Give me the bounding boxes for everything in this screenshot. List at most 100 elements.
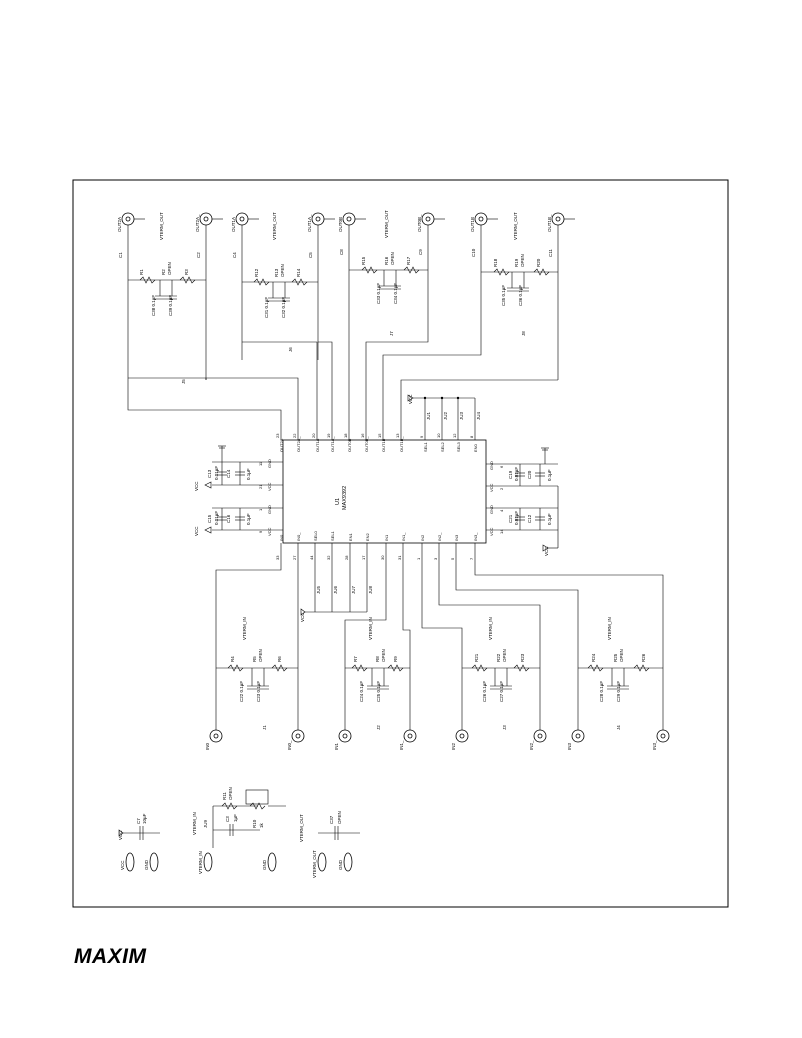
cap-value: OPEN: [337, 811, 342, 824]
jumper-ref: JU4: [476, 412, 481, 420]
cap-value: 0.1µF: [547, 513, 552, 525]
pin-label: IN0_: [296, 532, 301, 541]
pin-number: 13: [395, 433, 400, 438]
cap-ref: C11: [548, 249, 553, 257]
connector-label: OUT0B: [338, 217, 343, 232]
resistor-ref: R12: [254, 268, 259, 277]
pin-label: IN0: [279, 534, 284, 541]
vterm-in-test-point: VTERM_IN: [198, 851, 203, 874]
net-label: VTERM_OUT: [299, 814, 304, 842]
connector-label: IN1: [334, 743, 339, 751]
cap-label: C31 0.1µF: [264, 297, 269, 318]
pin-number: 14: [499, 529, 504, 534]
resistor-value: OPEN: [520, 254, 525, 267]
cap-ref: C1: [118, 252, 123, 258]
gnd-test-point: GND: [338, 859, 343, 870]
connector-label: OUT1B: [470, 217, 475, 232]
pin-label: EN2: [365, 532, 370, 541]
cap-ref: C4: [232, 252, 237, 258]
pin-number: 8: [469, 435, 474, 438]
output-routing: [127, 320, 558, 420]
pin-label: OUT1B: [381, 438, 386, 452]
resistor-ref: R26: [641, 653, 646, 662]
input-section-in3: IN3 IN3_ VTERM_IN R24 R25 R26 OPEN C28 0…: [567, 617, 670, 750]
cap-ref: C15: [207, 514, 212, 523]
cap-ref: C14: [226, 469, 231, 478]
connector-label: IN1_: [399, 740, 404, 750]
pin-label: VCC: [489, 527, 494, 536]
jumper-ref: J4: [616, 725, 621, 730]
cap-value: 1µF: [233, 814, 238, 822]
gnd-test-point: GND: [262, 859, 267, 870]
pin-label: OUT1A: [315, 438, 320, 452]
pin-label: OUT0B_: [364, 436, 369, 452]
cap-label: C38 0.1µF: [151, 295, 156, 316]
cap-value: 0.1µF: [547, 469, 552, 481]
connector-label: IN3_: [652, 740, 657, 750]
input-routing: [215, 563, 664, 730]
left-decoupling-network: VCC VCC C13 C14 C15 C16 0.01µF 0.1µF 0.0…: [194, 445, 265, 536]
cap-value: 0.1µF: [246, 468, 251, 480]
resistor-ref: R7: [353, 656, 358, 662]
connector-label: OUT0B_: [417, 214, 422, 232]
cap-ref: C2: [196, 252, 201, 258]
jumper-ref: JU2: [443, 412, 448, 420]
resistor-ref: R6: [277, 656, 282, 662]
cap-value: 0.1µF: [246, 513, 251, 525]
pin-number: 22: [292, 433, 297, 438]
pin-number: 12: [452, 433, 457, 438]
pin-number: 4: [499, 509, 504, 512]
schematic-frame: [72, 179, 729, 908]
pin-label: VCC: [267, 527, 272, 536]
pin-label: SEL0: [313, 530, 318, 541]
cap-ref: C37: [329, 815, 334, 824]
resistor-ref: R24: [591, 653, 596, 662]
connector-label: IN2_: [529, 740, 534, 750]
gnd-test-point: GND: [144, 859, 149, 870]
pin-label: IN1_: [401, 532, 406, 541]
resistor-ref: R15: [361, 256, 366, 265]
maxim-logo: MAXIM: [74, 945, 147, 968]
cap-ref: C7: [136, 818, 141, 824]
pin-label: SEL3: [456, 441, 461, 452]
pot-ref: R10: [252, 819, 257, 828]
jumper-ref: J5: [181, 379, 186, 384]
ic-left-pins: GND VCC GND VCC 11 21 1 9: [258, 459, 283, 536]
net-label: VTERM_IN: [488, 617, 493, 640]
pin-label: SEL2: [440, 441, 445, 452]
resistor-value: OPEN: [619, 649, 624, 662]
resistor-value: OPEN: [258, 649, 263, 662]
net-label: VTERM_IN: [242, 617, 247, 640]
cap-label: C25 0.1µF: [376, 681, 381, 702]
input-section-in1: IN1 IN1_ VTERM_IN R7 R8 R9 OPEN C24 0.1µ…: [334, 617, 417, 751]
pin-label: OUT1B_: [399, 436, 404, 452]
cap-label: C29 0.1µF: [616, 681, 621, 702]
pin-number: 16: [360, 433, 365, 438]
resistor-ref: R3: [184, 269, 189, 275]
pin-label: IN2_: [437, 532, 442, 541]
cap-ref: C8: [339, 249, 344, 255]
resistor-ref: R20: [536, 258, 541, 267]
right-decoupling-network: VCC C19 C20 C21 C12 0.01µF 0.1µF 0.01µF …: [504, 447, 559, 556]
vcc-label: VCC: [194, 481, 199, 491]
pin-number: 1: [416, 557, 421, 560]
vcc-label: VCC: [408, 394, 413, 404]
pin-label: IN2: [420, 534, 425, 541]
vcc-bulk-cap: VCC C7 10µF VCC GND: [118, 813, 160, 872]
bottom-select-jumpers: VCC JU5 JU6 JU7 JU8: [300, 563, 373, 622]
cap-label: C23 0.1µF: [256, 681, 261, 702]
resistor-ref: R2: [161, 269, 166, 275]
resistor-ref: R11: [222, 792, 227, 800]
pin-number: 44: [309, 555, 314, 560]
jumper-ref: J2: [376, 725, 381, 730]
pin-label: IN1: [384, 534, 389, 541]
jumper-ref: JU1: [426, 412, 431, 420]
pin-label: GND: [489, 505, 494, 514]
jumper-ref: J3: [502, 725, 507, 730]
connector-label: IN2: [451, 743, 456, 751]
resistor-ref: R5: [252, 656, 257, 662]
pin-number: 27: [292, 555, 297, 560]
resistor-value: OPEN: [502, 649, 507, 662]
pin-number: 10: [436, 433, 441, 438]
